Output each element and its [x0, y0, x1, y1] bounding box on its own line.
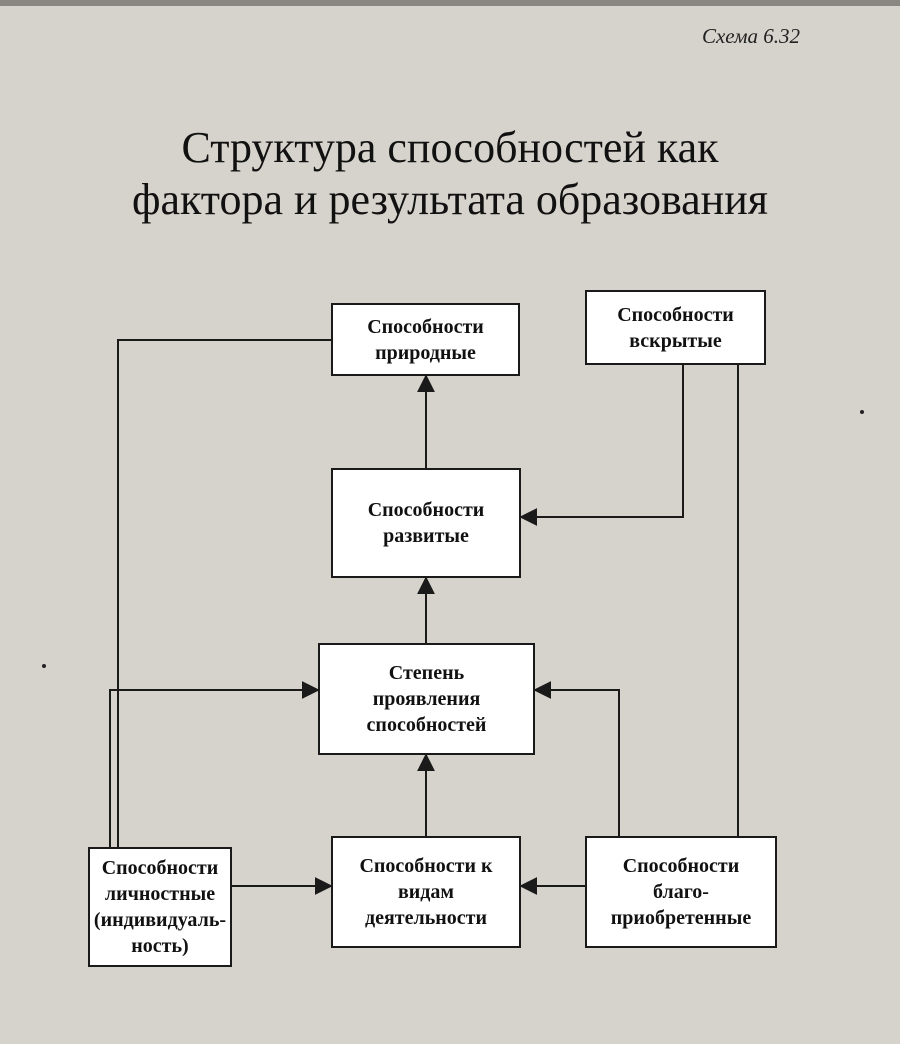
box-natural-abilities: Способности природные [331, 303, 520, 376]
box-developed-abilities: Способности развитые [331, 468, 521, 578]
arrow-acquired-to-degree [533, 681, 620, 836]
box-revealed-abilities: Способности вскрытые [585, 290, 766, 365]
scheme-label: Схема 6.32 [701, 24, 800, 48]
arrow-personal-to-degree [109, 681, 320, 847]
page-speck-2 [860, 410, 864, 414]
title-line-1: Структура способностей как [181, 123, 719, 172]
diagram-title: Структура способностей как фактора и рез… [60, 122, 840, 226]
line-natural-to-personal [117, 339, 331, 847]
arrow-revealed-to-developed [519, 365, 684, 526]
box-acquired-abilities: Способности благо- приобретенные [585, 836, 777, 948]
box-degree-of-manifestation: Степень проявления способностей [318, 643, 535, 755]
box-activity-abilities: Способности к видам деятельности [331, 836, 521, 948]
page-top-strip [0, 0, 900, 6]
box-personal-abilities: Способности личностные (индивидуаль- нос… [88, 847, 232, 967]
page-speck [42, 664, 46, 668]
title-line-2: фактора и результата образования [131, 175, 769, 224]
